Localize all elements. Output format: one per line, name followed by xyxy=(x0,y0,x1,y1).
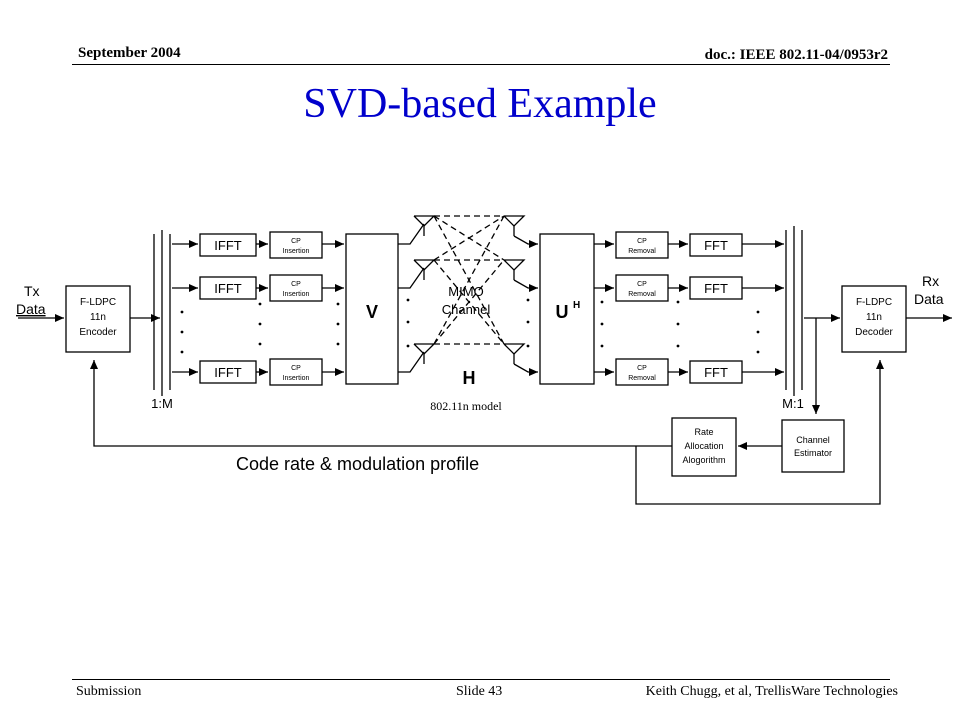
mimo-channel-label: Channel xyxy=(442,302,491,317)
channel-estimator-block xyxy=(781,419,845,473)
ifft-label: IFFT xyxy=(214,365,241,380)
cp-insertion-label: Insertion xyxy=(283,375,310,382)
cp-insertion-block xyxy=(269,358,323,386)
decoder-label: F-LDPC xyxy=(856,297,892,308)
cp-removal-label: Removal xyxy=(628,375,656,382)
model-label: 802.11n model xyxy=(430,399,502,413)
mimo-channel-paths xyxy=(433,215,505,345)
uh-label: U xyxy=(556,302,569,322)
ifft-label: IFFT xyxy=(214,281,241,296)
tx-antenna xyxy=(413,343,436,364)
antenna-to-uh-arrow xyxy=(513,363,538,376)
cp-removal-block xyxy=(615,358,669,386)
cp-insertion-label: CP xyxy=(291,281,301,288)
uh-matrix-block xyxy=(539,233,595,385)
cp-removal-label: CP xyxy=(637,281,647,288)
header-date: September 2004 xyxy=(78,45,181,61)
mux-label: M:1 xyxy=(782,396,804,411)
rx-antenna xyxy=(503,343,526,364)
antenna-to-uh-arrow xyxy=(513,235,538,248)
rate-allocation-label: Alogorithm xyxy=(682,455,725,465)
antenna-to-uh-arrow xyxy=(513,279,538,292)
footer-author: Keith Chugg, et al, TrellisWare Technolo… xyxy=(645,684,898,699)
v-to-antenna-line xyxy=(398,267,425,289)
mimo-channel-label: MIMO xyxy=(448,284,483,299)
channel-estimator-label: Channel xyxy=(796,435,830,445)
decoder-label: 11n xyxy=(866,312,882,323)
rx-label-line1: Rx xyxy=(922,273,939,289)
encoder-label: Encoder xyxy=(79,327,117,338)
tx-antenna xyxy=(413,259,436,280)
fft-label: FFT xyxy=(704,281,728,296)
cp-insertion-label: CP xyxy=(291,238,301,245)
channel-estimator-label: Estimator xyxy=(794,448,832,458)
footer-slide-number: Slide 43 xyxy=(456,684,503,699)
cp-removal-label: CP xyxy=(637,365,647,372)
ifft-block xyxy=(199,233,257,257)
h-label: H xyxy=(463,368,476,388)
demux-label: 1:M xyxy=(151,396,173,411)
tx-label-line1: Tx xyxy=(24,283,40,299)
feedback-label: Code rate & modulation profile xyxy=(236,454,479,474)
cp-insertion-label: Insertion xyxy=(283,291,310,298)
cp-removal-block xyxy=(615,274,669,302)
rx-label-line2: Data xyxy=(914,291,944,307)
footer-submission: Submission xyxy=(76,684,142,699)
encoder-block xyxy=(65,285,131,353)
v-matrix-block xyxy=(345,233,399,385)
decoder-label: Decoder xyxy=(855,327,893,338)
tx-antenna xyxy=(413,215,436,236)
header-rule xyxy=(72,64,890,65)
footer-rule xyxy=(72,679,890,680)
cp-insertion-block xyxy=(269,231,323,259)
v-to-antenna-line xyxy=(398,223,425,245)
uh-superscript: H xyxy=(573,300,580,311)
header-doc-id: doc.: IEEE 802.11-04/0953r2 xyxy=(704,47,888,63)
feedback-to-decoder-arrow xyxy=(635,360,884,505)
cp-removal-block xyxy=(615,231,669,259)
rate-allocation-label: Allocation xyxy=(684,441,723,451)
fft-label: FFT xyxy=(704,365,728,380)
rate-allocation-block xyxy=(671,417,737,477)
v-to-antenna-line xyxy=(398,351,425,373)
rx-antenna xyxy=(503,215,526,236)
rx-antenna xyxy=(503,259,526,280)
cp-insertion-label: Insertion xyxy=(283,248,310,255)
feedback-to-encoder-arrow xyxy=(90,360,672,447)
cp-removal-label: Removal xyxy=(628,248,656,255)
continuation-dots xyxy=(180,298,760,354)
cp-removal-label: Removal xyxy=(628,291,656,298)
decoder-block xyxy=(841,285,907,353)
slide-title: SVD-based Example xyxy=(303,81,657,127)
encoder-label: F-LDPC xyxy=(80,297,116,308)
v-label: V xyxy=(366,302,378,322)
rate-allocation-label: Rate xyxy=(694,427,713,437)
ifft-label: IFFT xyxy=(214,238,241,253)
tx-label-line2: Data xyxy=(16,301,46,317)
encoder-label: 11n xyxy=(90,312,106,323)
cp-removal-label: CP xyxy=(637,238,647,245)
fft-block xyxy=(689,233,743,257)
cp-insertion-label: CP xyxy=(291,365,301,372)
fft-label: FFT xyxy=(704,238,728,253)
